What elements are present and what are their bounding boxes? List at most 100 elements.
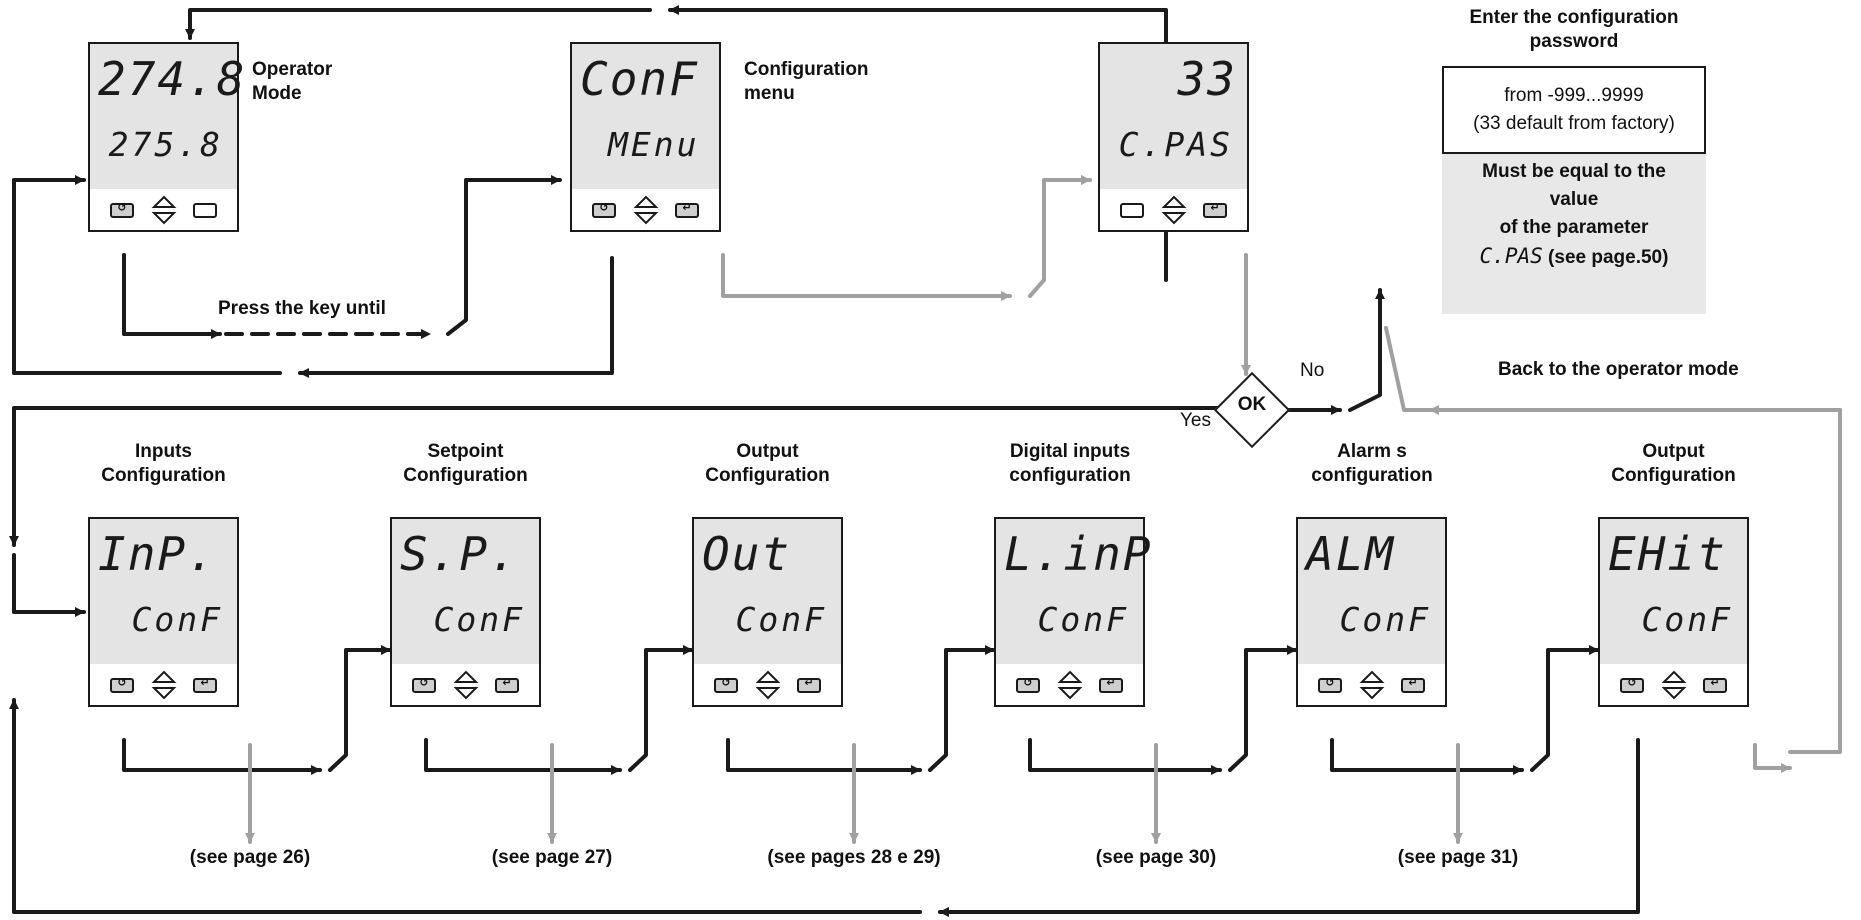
output-config-title: Output Configuration: [705, 441, 830, 486]
operator-key-line: [122, 253, 222, 339]
ok-yes-line: [9, 406, 1220, 547]
enter-key[interactable]: ↵: [495, 676, 519, 693]
display-bottom-value: ConF: [131, 600, 223, 639]
display-top-value: Out: [702, 527, 792, 581]
up-down-keys-icon[interactable]: [151, 193, 177, 227]
mode-key[interactable]: ↺: [592, 201, 616, 218]
see-page-26: (see page 26): [189, 847, 311, 868]
password-title: Enter the configuration password: [1469, 7, 1679, 52]
mode-key[interactable]: ↺: [110, 676, 134, 693]
setpoint-config-display: S.P. ConF ↺ ↵: [390, 517, 541, 707]
display-bottom-value: 275.8: [108, 125, 223, 164]
see-page-30: (see page 30): [1095, 847, 1217, 868]
display-top-value: ALM: [1306, 527, 1396, 581]
alarms-config-display: ALM ConF ↺ ↵: [1296, 517, 1447, 707]
up-down-keys-icon[interactable]: [1359, 668, 1385, 702]
display-bottom-value: ConF: [433, 600, 525, 639]
up-down-keys-icon[interactable]: [1661, 668, 1687, 702]
up-down-keys-icon[interactable]: [453, 668, 479, 702]
enter-key[interactable]: ↵: [1703, 676, 1727, 693]
up-down-keys-icon[interactable]: [1161, 193, 1187, 227]
chain-1: [122, 738, 322, 775]
chain-5b: [1530, 645, 1600, 772]
mode-key[interactable]: ↺: [1016, 676, 1040, 693]
password-display: 33 C.PAS ↵: [1098, 42, 1249, 232]
ok-no-up: [1348, 288, 1385, 412]
blank-key[interactable]: [1120, 203, 1144, 218]
press-key-label: Press the key until: [218, 298, 386, 319]
mode-key[interactable]: ↺: [714, 676, 738, 693]
password-note-text: Must be equal to the value of the parame…: [1482, 161, 1666, 238]
mode-key[interactable]: ↺: [1318, 676, 1342, 693]
inputs-config-display: InP. ConF ↺ ↵: [88, 517, 239, 707]
display-screen: 33 C.PAS: [1100, 44, 1247, 193]
see-pages-28-29: (see pages 28 e 29): [767, 847, 941, 868]
display-screen: 274.8 275.8: [90, 44, 244, 193]
enter-key[interactable]: ↵: [675, 201, 699, 218]
enter-key[interactable]: ↵: [1203, 201, 1227, 218]
display-screen: ConF MEnu: [572, 44, 719, 193]
up-down-keys-icon[interactable]: [755, 668, 781, 702]
blank-key[interactable]: [193, 203, 217, 218]
display-top-value: EHit: [1608, 527, 1727, 581]
up-down-keys-icon[interactable]: [1057, 668, 1083, 702]
chain-3b: [928, 645, 996, 772]
chain-2b: [628, 645, 694, 772]
mode-key[interactable]: ↺: [412, 676, 436, 693]
inputs-config-title: Inputs Configuration: [101, 441, 226, 486]
chain-3: [726, 738, 922, 775]
return-top-line: [668, 5, 1168, 282]
digital-inputs-config-display: L.inP ConF ↺ ↵: [994, 517, 1150, 707]
display-bottom-value: ConF: [1339, 600, 1431, 639]
no-label: No: [1300, 360, 1325, 381]
see-page-31: (see page 31): [1397, 847, 1519, 868]
setpoint-config-title: Setpoint Configuration: [403, 441, 528, 486]
up-down-keys-icon[interactable]: [151, 668, 177, 702]
to-conf-line: [446, 175, 562, 336]
conf-back-line: [298, 256, 614, 378]
password-range-box: from -999...9999 (33 default from factor…: [1442, 66, 1706, 154]
conf-enter-line: [721, 253, 1012, 301]
into-inputs-line: [12, 553, 86, 617]
password-default: (33 default from factory): [1473, 113, 1675, 134]
display-top-value: L.inP: [1004, 527, 1153, 581]
display-top-value: InP.: [98, 527, 217, 581]
see-page-27: (see page 27): [491, 847, 613, 868]
enter-key[interactable]: ↵: [193, 676, 217, 693]
display-bottom-value: ConF: [735, 600, 827, 639]
chain-5: [1330, 738, 1524, 775]
chain-4b: [1228, 645, 1298, 772]
bottom-return-line: [938, 738, 1640, 917]
password-note: Must be equal to the value of the parame…: [1442, 154, 1706, 314]
chain-4: [1028, 738, 1222, 775]
mode-key[interactable]: ↺: [1620, 676, 1644, 693]
operator-display: 274.8 275.8 ↺: [88, 42, 244, 232]
ok-label: OK: [1237, 394, 1267, 415]
display-top-value: ConF: [580, 52, 699, 106]
bottom-return-line-2: [9, 698, 922, 914]
display-top-value: 33: [1177, 52, 1237, 106]
enter-key[interactable]: ↵: [797, 676, 821, 693]
yes-label: Yes: [1180, 410, 1211, 431]
password-range: from -999...9999: [1504, 85, 1644, 106]
chain-1b: [328, 645, 392, 772]
up-down-keys-icon[interactable]: [633, 193, 659, 227]
display-bottom-value: ConF: [1641, 600, 1733, 639]
digital-inputs-config-title: Digital inputs configuration: [1009, 441, 1131, 486]
exit-config-title: Output Configuration: [1611, 441, 1736, 486]
password-param: C.PAS: [1479, 244, 1543, 268]
config-menu-display: ConF MEnu ↺ ↵: [570, 42, 721, 232]
left-loop-line: [12, 175, 282, 375]
exit-enter-line: [1753, 743, 1792, 773]
display-bottom-value: ConF: [1037, 600, 1129, 639]
mode-key[interactable]: ↺: [110, 201, 134, 218]
alarms-config-title: Alarm s configuration: [1311, 441, 1433, 486]
display-top-value: S.P.: [400, 527, 519, 581]
enter-key[interactable]: ↵: [1401, 676, 1425, 693]
back-to-operator-label: Back to the operator mode: [1498, 359, 1739, 380]
password-page: (see page.50): [1548, 247, 1669, 268]
enter-key[interactable]: ↵: [1099, 676, 1123, 693]
